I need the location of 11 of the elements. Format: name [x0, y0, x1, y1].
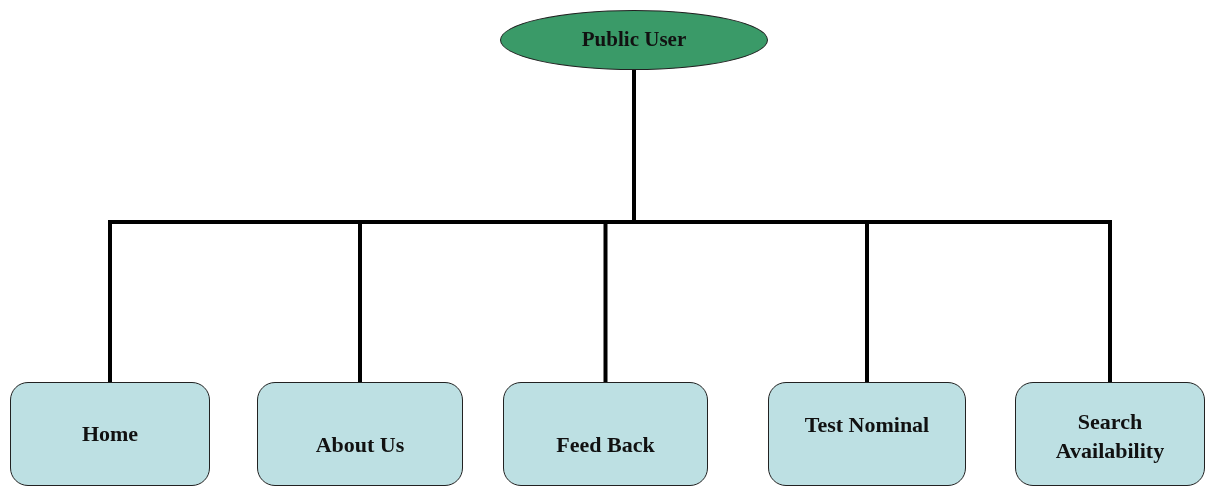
- page-box: [257, 382, 463, 486]
- page-box: [768, 382, 966, 486]
- page-box: [503, 382, 708, 486]
- page-box: [1015, 382, 1205, 486]
- page-box: [10, 382, 210, 486]
- node-label: Feed Back: [555, 430, 656, 459]
- node-label: Public User: [580, 26, 688, 54]
- node-label: Test Nominal: [803, 410, 931, 439]
- node-label: Search Availability: [1054, 408, 1166, 465]
- node-label: Home: [80, 419, 140, 448]
- node-label: About Us: [314, 430, 406, 459]
